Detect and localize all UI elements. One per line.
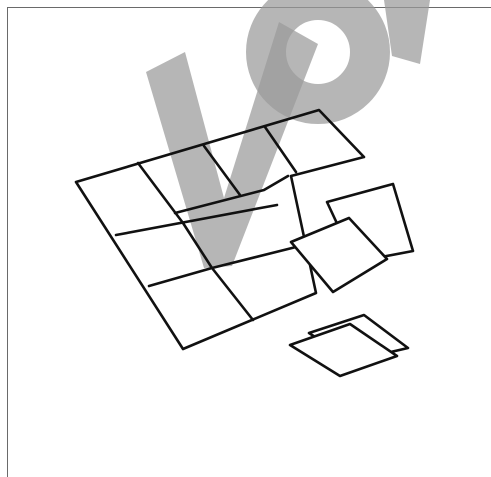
watermark-letter-v: [146, 22, 318, 268]
loose-tile-pair: [291, 184, 413, 292]
watermark-letter-o: [266, 0, 370, 104]
watermark-letter-fragment: [384, 0, 430, 64]
stacked-tiles: [290, 315, 408, 376]
